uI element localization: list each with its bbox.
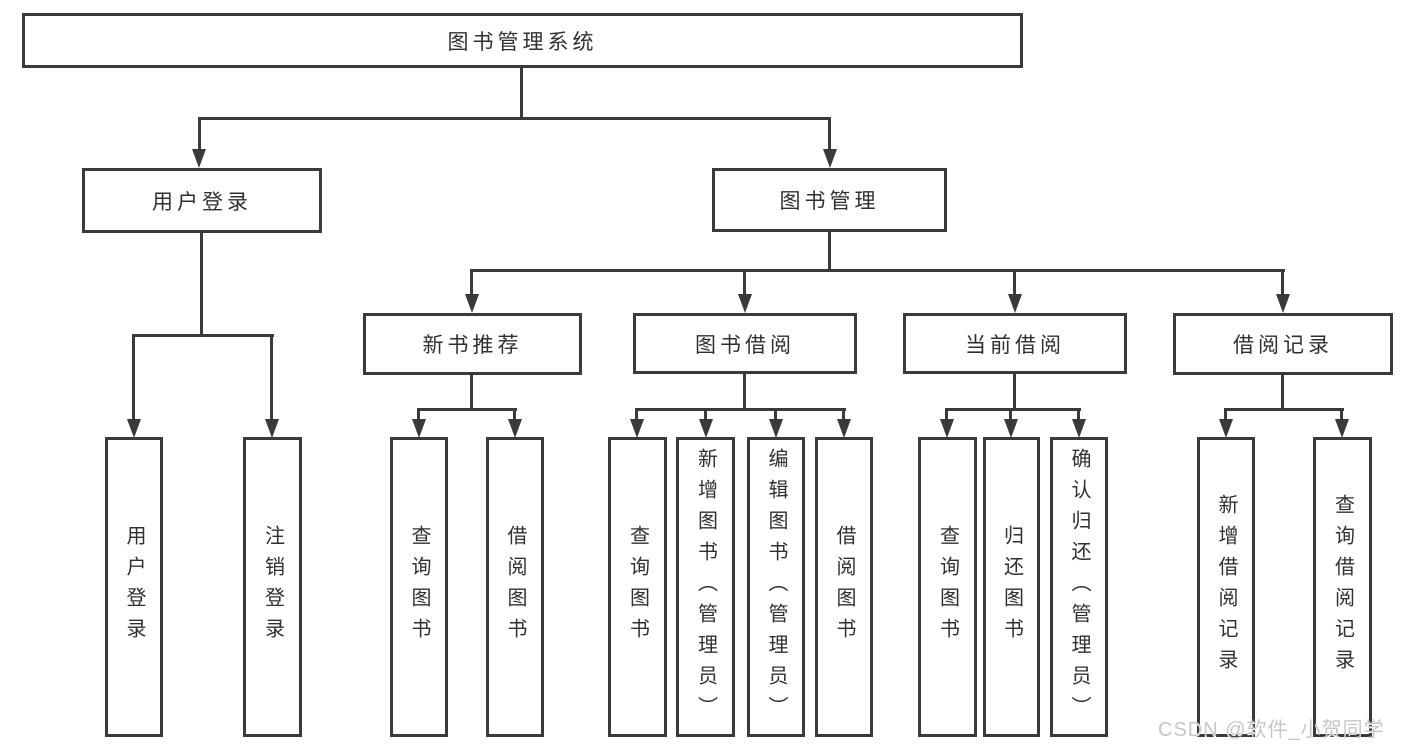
leaf-cb-return-books-label: 归还图书 [1000,525,1023,649]
leaf-br-query-record-label: 查询借阅记录 [1331,494,1354,680]
leaf-cb-confirm-return-admin-label: 确认归还（管理员） [1068,447,1090,727]
connector-line [774,408,777,421]
leaf-user-login-label: 用户登录 [123,525,145,649]
arrowhead-down-icon [192,149,206,168]
leaf-cb-query-books: 查询图书 [918,437,977,737]
leaf-br-query-record: 查询借阅记录 [1313,437,1372,737]
arrowhead-down-icon [1276,294,1290,313]
arrowhead-down-icon [738,294,752,313]
connector-line [1281,269,1284,296]
connector-line [470,269,1285,272]
arrowhead-down-icon [127,419,141,438]
leaf-cb-confirm-return-admin: 确认归还（管理员） [1050,437,1108,737]
connector-line [1281,375,1284,409]
leaf-br-add-record-label: 新增借阅记录 [1215,494,1237,680]
connector-line [470,269,473,296]
connector-line [1013,374,1016,409]
connector-line [1340,408,1343,421]
node-borrow-records: 借阅记录 [1173,313,1393,375]
arrowhead-down-icon [630,419,644,438]
node-book-management: 图书管理 [712,168,947,232]
leaf-bb-borrow-books-label: 借阅图书 [833,525,855,649]
leaf-bb-query-books: 查询图书 [608,437,667,737]
arrowhead-down-icon [699,419,713,438]
node-book-borrow-label: 图书借阅 [695,333,795,357]
node-new-book-recommend-label: 新书推荐 [422,334,523,357]
node-current-borrow-label: 当前借阅 [965,333,1065,357]
arrowhead-down-icon [465,294,479,313]
connector-line [828,232,831,271]
node-new-book-recommend: 新书推荐 [363,313,582,375]
node-current-borrow: 当前借阅 [903,313,1127,374]
arrowhead-down-icon [412,419,426,438]
node-user-login-label: 用户登录 [152,190,252,214]
connector-line [1224,408,1227,421]
leaf-bb-edit-books-admin-label: 编辑图书（管理员） [765,447,787,727]
node-root-label: 图书管理系统 [447,30,598,54]
connector-line [635,408,846,411]
connector-line [198,117,201,151]
connector-line [1224,408,1344,411]
node-root: 图书管理系统 [22,13,1023,68]
connector-line [743,269,746,296]
arrowhead-down-icon [837,419,851,438]
connector-line [945,408,1081,411]
leaf-user-login: 用户登录 [105,437,163,737]
arrowhead-down-icon [508,419,522,438]
leaf-bb-add-books-admin: 新增图书（管理员） [676,437,735,737]
node-borrow-records-label: 借阅记录 [1233,334,1333,357]
connector-line [200,233,203,335]
connector-line [270,334,273,421]
connector-line [945,408,948,421]
connector-line [132,334,274,337]
leaf-bb-add-books-admin-label: 新增图书（管理员） [694,447,717,727]
arrowhead-down-icon [940,419,954,438]
connector-line [743,374,746,409]
connector-line [1077,408,1080,421]
connector-line [417,408,517,411]
leaf-nb-borrow-books-label: 借阅图书 [504,525,526,649]
connector-line [417,408,420,421]
arrowhead-down-icon [1219,419,1233,438]
leaf-logout: 注销登录 [243,437,302,737]
leaf-nb-borrow-books: 借阅图书 [486,437,544,737]
csdn-watermark: CSDN @软件_小贺同学 [1158,719,1385,741]
leaf-nb-query-books: 查询图书 [390,437,448,737]
leaf-cb-query-books-label: 查询图书 [936,525,959,649]
leaf-bb-query-books-label: 查询图书 [626,525,649,649]
leaf-bb-edit-books-admin: 编辑图书（管理员） [747,437,805,737]
arrowhead-down-icon [1335,419,1349,438]
connector-line [198,117,831,120]
connector-line [1013,269,1016,296]
connector-line [842,408,845,421]
node-book-borrow: 图书借阅 [633,313,857,374]
connector-line [520,68,523,118]
arrowhead-down-icon [823,149,837,168]
connector-line [470,375,473,409]
arrowhead-down-icon [769,419,783,438]
leaf-nb-query-books-label: 查询图书 [408,525,430,649]
arrowhead-down-icon [1008,294,1022,313]
leaf-bb-borrow-books: 借阅图书 [815,437,873,737]
connector-line [704,408,707,421]
connector-line [635,408,638,421]
node-book-management-label: 图书管理 [779,190,880,213]
arrowhead-down-icon [1004,419,1018,438]
connector-line [513,408,516,421]
connector-line [828,117,831,151]
arrowhead-down-icon [265,419,279,438]
node-user-login: 用户登录 [82,168,322,233]
leaf-br-add-record: 新增借阅记录 [1197,437,1255,737]
leaf-cb-return-books: 归还图书 [983,437,1040,737]
leaf-logout-label: 注销登录 [261,525,284,649]
connector-line [132,334,135,421]
arrowhead-down-icon [1072,419,1086,438]
connector-line [1009,408,1012,421]
